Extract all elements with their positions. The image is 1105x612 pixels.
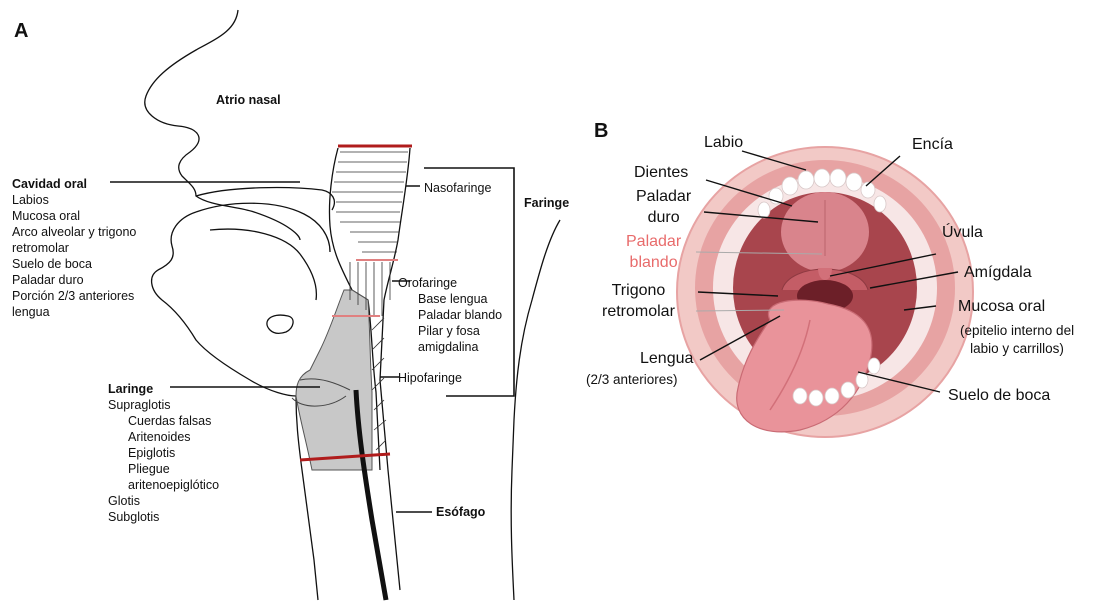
- label-encia: Encía: [912, 134, 953, 155]
- paladar-duro-line: Paladar: [636, 186, 691, 207]
- mucosa-note: (epitelio interno del labio y carrillos): [960, 322, 1074, 358]
- label-subglotis: Subglotis: [108, 509, 219, 525]
- label-paladar-duro: Paladar duro: [636, 186, 691, 228]
- cavidad-oral-item: lengua: [12, 304, 136, 320]
- supraglotis-item: Cuerdas falsas: [108, 413, 219, 429]
- label-dientes: Dientes: [634, 162, 688, 183]
- cavidad-oral-item: Porción 2/3 anteriores: [12, 288, 136, 304]
- paladar-duro-line: duro: [636, 207, 691, 228]
- laringe-block: Laringe Supraglotis Cuerdas falsas Arite…: [108, 381, 219, 525]
- label-faringe: Faringe: [524, 195, 569, 211]
- orofaringe-item: Paladar blando: [398, 307, 502, 323]
- cavidad-oral-item: Labios: [12, 192, 136, 208]
- cavidad-oral-item: Paladar duro: [12, 272, 136, 288]
- posterior-neck: [511, 220, 560, 600]
- label-suelo-de-boca: Suelo de boca: [948, 385, 1050, 406]
- laringe-title: Laringe: [108, 381, 219, 397]
- supraglotis-item: Aritenoides: [108, 429, 219, 445]
- cavidad-oral-title: Cavidad oral: [12, 176, 136, 192]
- label-mucosa-oral: Mucosa oral: [958, 296, 1045, 317]
- mucosa-note-line: labio y carrillos): [960, 340, 1074, 358]
- label-uvula: Úvula: [942, 222, 983, 243]
- paladar-blando-line: blando: [626, 252, 681, 273]
- cavidad-oral-item: Arco alveolar y trigono: [12, 224, 136, 240]
- panel-b-letter: B: [594, 120, 608, 143]
- label-glotis: Glotis: [108, 493, 219, 509]
- orofaringe-title: Orofaringe: [398, 275, 502, 291]
- lengua-note: (2/3 anteriores): [586, 372, 678, 388]
- ear-shape: [267, 315, 293, 333]
- mucosa-note-line: (epitelio interno del: [960, 322, 1074, 340]
- label-paladar-blando: Paladar blando: [626, 231, 681, 273]
- panel-a-letter: A: [14, 20, 28, 43]
- label-hipofaringe: Hipofaringe: [398, 370, 462, 386]
- label-trigono: Trigono retromolar: [602, 280, 675, 322]
- paladar-blando-line: Paladar: [626, 231, 681, 252]
- supraglotis-item: Epiglotis: [108, 445, 219, 461]
- cavidad-oral-item: Suelo de boca: [12, 256, 136, 272]
- posterior-pharynx: [380, 148, 410, 590]
- nasopharynx-hatch: [332, 152, 408, 252]
- supraglotis-item: Pliegue: [108, 461, 219, 477]
- trigono-line: retromolar: [602, 301, 675, 322]
- label-esofago: Esófago: [436, 504, 485, 520]
- orofaringe-item: Base lengua: [398, 291, 502, 307]
- orofaringe-item: Pilar y fosa: [398, 323, 502, 339]
- cavidad-oral-item: Mucosa oral: [12, 208, 136, 224]
- label-atrio-nasal: Atrio nasal: [216, 92, 281, 108]
- orofaringe-block: Orofaringe Base lengua Paladar blando Pi…: [398, 275, 502, 355]
- cavidad-oral-block: Cavidad oral Labios Mucosa oral Arco alv…: [12, 176, 136, 320]
- tongue-dorsum: [196, 203, 330, 252]
- orofaringe-item: amigdalina: [398, 339, 502, 355]
- lower-lip-chin: [152, 212, 296, 396]
- cavidad-oral-item: retromolar: [12, 240, 136, 256]
- supraglotis-item: aritenoepiglótico: [108, 477, 219, 493]
- mouth-diagram: [677, 147, 973, 437]
- label-lengua: Lengua: [640, 348, 693, 369]
- label-amigdala: Amígdala: [964, 262, 1032, 283]
- trigono-line: Trigono: [602, 280, 675, 301]
- label-supraglotis: Supraglotis: [108, 397, 219, 413]
- label-nasofaringe: Nasofaringe: [424, 180, 491, 196]
- label-labio: Labio: [704, 132, 743, 153]
